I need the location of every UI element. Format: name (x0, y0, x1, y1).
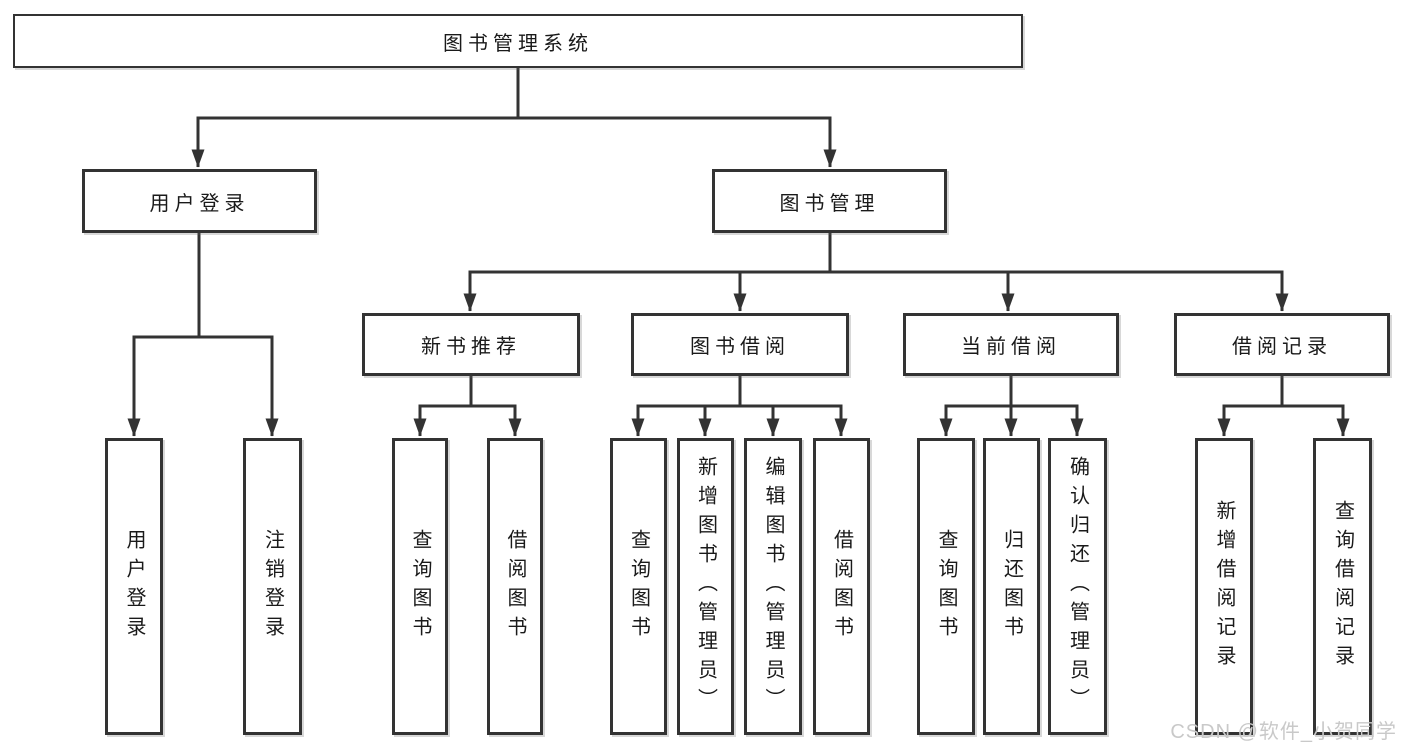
node-book-management: 图书管理 (712, 169, 947, 233)
node-current-borrowing: 当前借阅 (903, 313, 1119, 376)
leaf-label: 查询借阅记录 (1331, 499, 1354, 674)
leaf-label: 新增图书（管理员） (694, 456, 717, 717)
leaf-recommend-borrow-books: 借阅图书 (487, 438, 543, 735)
leaf-label: 查询图书 (409, 528, 431, 645)
leaf-records-query-borrow-record: 查询借阅记录 (1313, 438, 1372, 735)
node-label: 用户登录 (149, 192, 250, 215)
leaf-records-add-borrow-record: 新增借阅记录 (1195, 438, 1253, 735)
leaf-recommend-query-books: 查询图书 (392, 438, 448, 735)
leaf-borrowing-borrow-books: 借阅图书 (813, 438, 870, 735)
leaf-current-confirm-return-admin: 确认归还（管理员） (1048, 438, 1107, 735)
leaf-borrowing-query-books: 查询图书 (610, 438, 667, 735)
node-borrowing-records: 借阅记录 (1174, 313, 1390, 376)
leaf-label: 编辑图书（管理员） (762, 456, 784, 717)
leaf-label: 归还图书 (1000, 528, 1023, 645)
node-label: 图书管理 (779, 192, 880, 215)
leaf-borrowing-edit-books-admin: 编辑图书（管理员） (744, 438, 802, 735)
leaf-label: 查询图书 (627, 528, 650, 645)
node-new-book-recommendation: 新书推荐 (362, 313, 580, 376)
leaf-label: 确认归还（管理员） (1066, 456, 1089, 717)
leaf-label: 新增借阅记录 (1213, 499, 1235, 674)
node-user-login: 用户登录 (82, 169, 317, 233)
node-label: 借阅记录 (1232, 336, 1332, 358)
leaf-current-return-books: 归还图书 (983, 438, 1040, 735)
leaf-user-login: 用户登录 (105, 438, 163, 735)
leaf-label: 注销登录 (261, 528, 284, 645)
leaf-label: 用户登录 (123, 528, 145, 645)
node-root-library-management-system: 图书管理系统 (13, 14, 1023, 68)
csdn-watermark: CSDN @软件_小贺同学 (1170, 721, 1397, 743)
node-label: 图书管理系统 (443, 32, 593, 55)
node-book-borrowing: 图书借阅 (631, 313, 849, 376)
leaf-borrowing-add-books-admin: 新增图书（管理员） (677, 438, 734, 735)
node-label: 新书推荐 (421, 336, 521, 358)
leaf-current-query-books: 查询图书 (917, 438, 975, 735)
leaf-label: 借阅图书 (504, 528, 526, 645)
leaf-label: 查询图书 (935, 528, 957, 645)
leaf-logout: 注销登录 (243, 438, 302, 735)
leaf-label: 借阅图书 (830, 528, 853, 645)
node-label: 图书借阅 (690, 336, 790, 358)
node-label: 当前借阅 (961, 336, 1061, 358)
